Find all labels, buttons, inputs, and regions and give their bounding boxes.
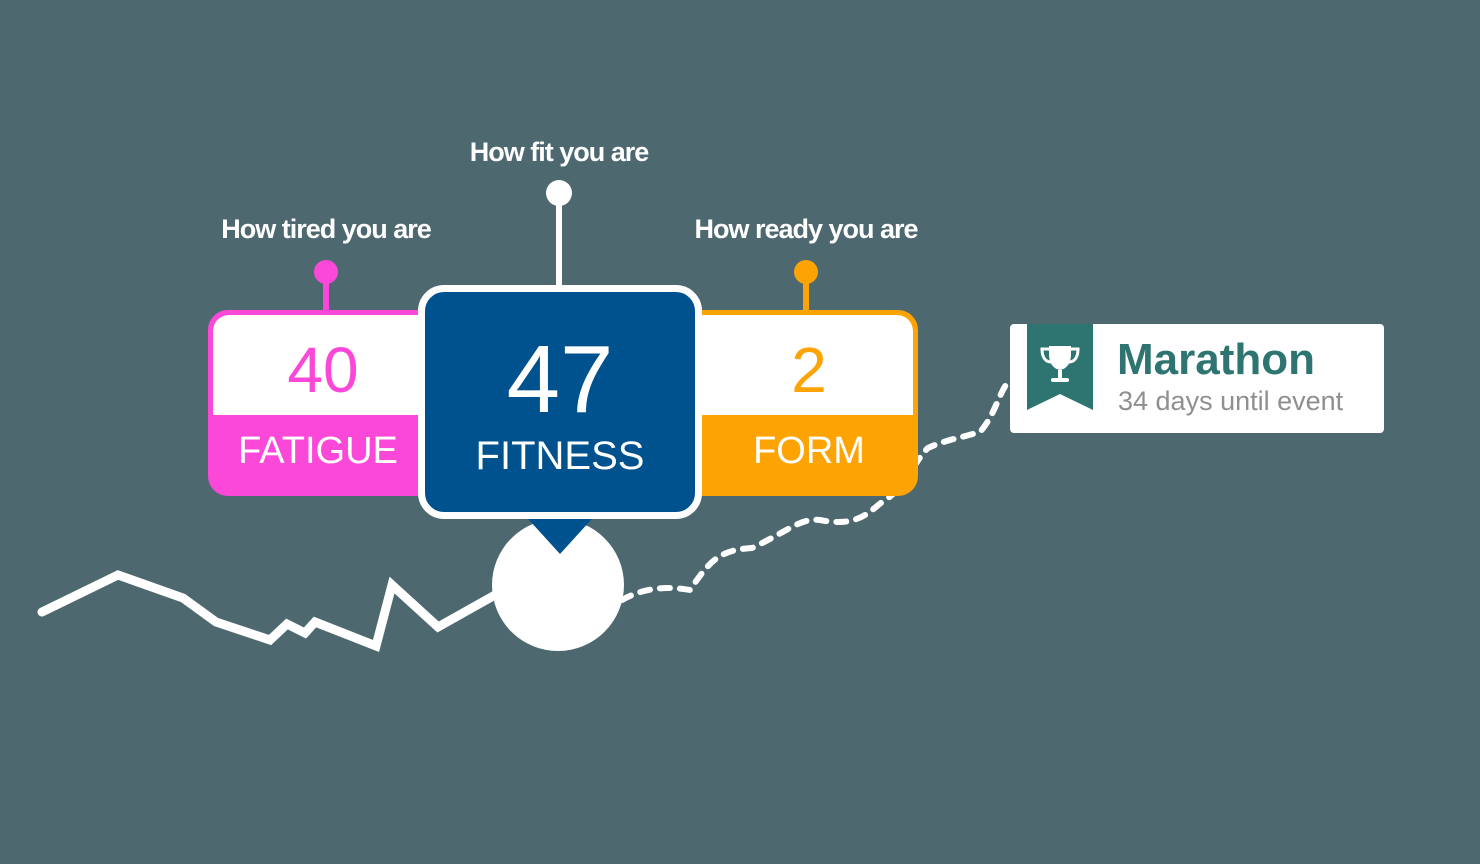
fatigue-card[interactable]: 40 FATIGUE xyxy=(208,310,448,496)
fitness-card[interactable]: 47 FITNESS xyxy=(418,285,702,519)
form-card[interactable]: 2 FORM xyxy=(680,310,918,496)
event-card[interactable]: Marathon 34 days until event xyxy=(1010,324,1384,433)
fitness-caption: How fit you are xyxy=(469,137,650,167)
fatigue-label: FATIGUE xyxy=(238,430,398,472)
form-value: 2 xyxy=(791,334,827,406)
fitness-pin-stem xyxy=(556,200,562,290)
form-pin-stem xyxy=(803,280,809,314)
form-value-panel: 2 xyxy=(685,315,913,415)
trophy-icon xyxy=(1027,324,1093,410)
projected-trend-line xyxy=(619,379,1011,603)
past-trend-line xyxy=(37,570,500,653)
fitness-value: 47 xyxy=(506,326,614,433)
form-caption: How ready you are xyxy=(694,214,918,244)
fatigue-caption: How tired you are xyxy=(221,214,432,244)
fatigue-pin-stem xyxy=(323,280,329,314)
event-title: Marathon xyxy=(1117,335,1315,384)
fatigue-value: 40 xyxy=(287,334,359,406)
fitness-label: FITNESS xyxy=(475,434,645,478)
event-countdown: 34 days until event xyxy=(1118,386,1344,416)
form-label: FORM xyxy=(753,430,865,472)
fatigue-value-panel: 40 xyxy=(213,315,443,415)
